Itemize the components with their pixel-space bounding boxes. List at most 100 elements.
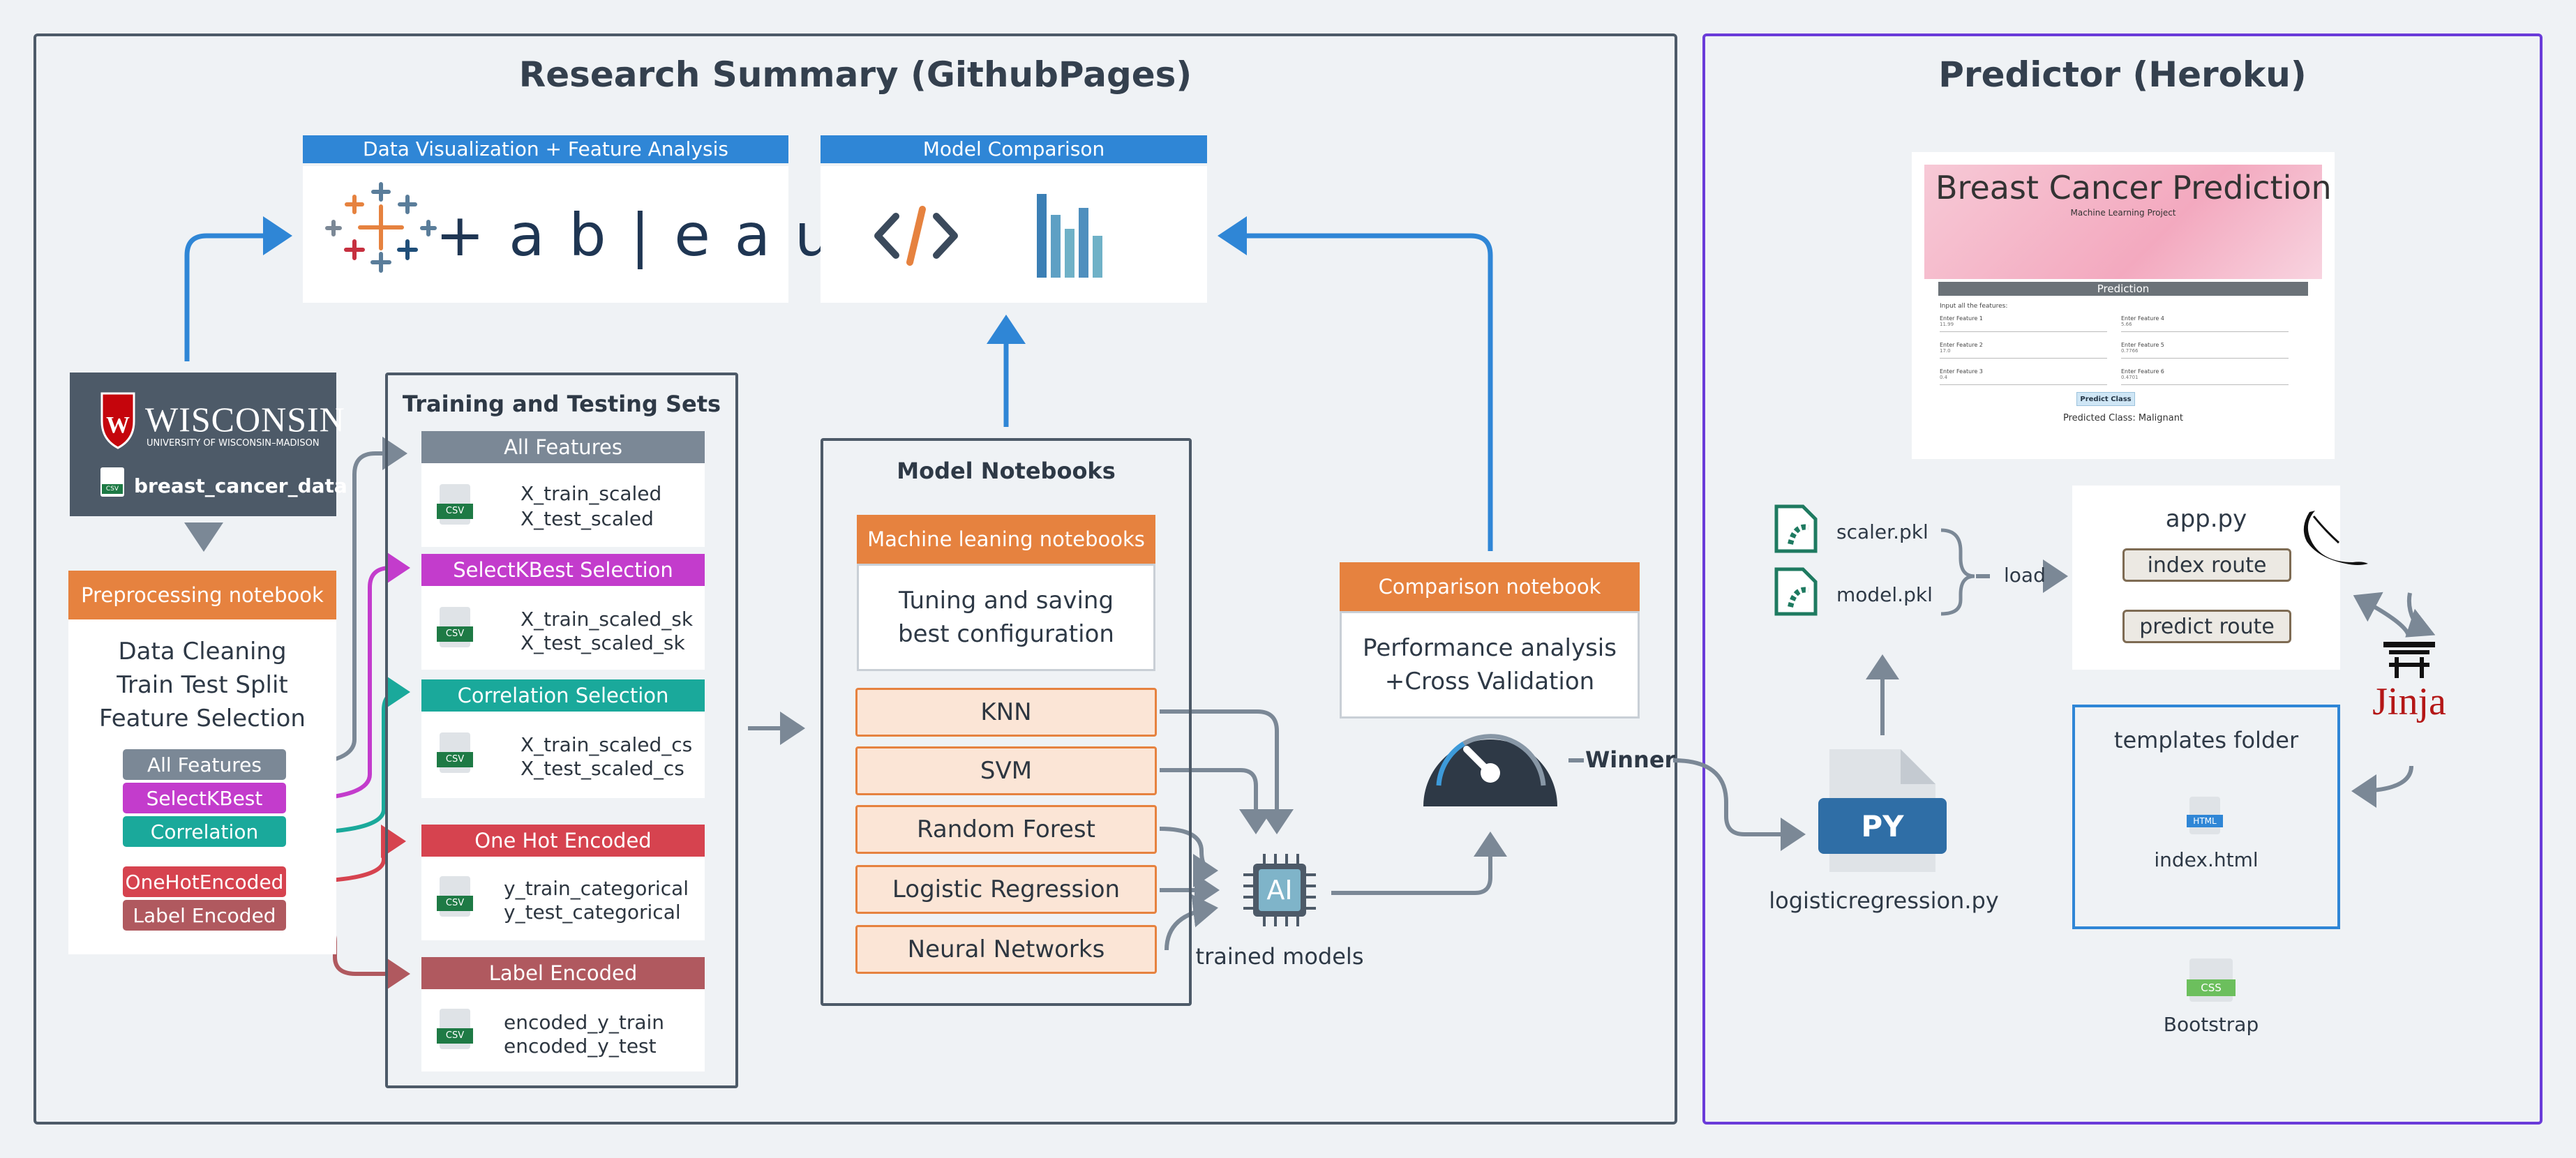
ai-chip-icon: AI [1243,854,1316,926]
group-box-correlation: CSV X_train_scaled_cs X_test_scaled_cs [421,712,705,798]
chip-onehotencoded: OneHotEncoded [123,866,286,897]
templates-folder-title: templates folder [2113,727,2299,753]
jinja-torii-icon [2383,642,2435,678]
csv-badge: CSV [437,504,473,519]
winner-label: Winner [1585,746,1676,773]
csv-badge: CSV [437,626,473,642]
file-encoded-y-train: encoded_y_train [504,1011,665,1034]
webapp-subtitle: Machine Learning Project [2070,208,2176,218]
ml-notebooks-description: Tuning and saving best configuration [857,564,1155,671]
load-label: load [2004,564,2046,587]
csv-icon: CSV [437,732,473,773]
code-icon [874,206,958,266]
field-label: Enter Feature 4 [2121,315,2164,322]
group-box-all-features: CSV X_train_scaled X_test_scaled [421,463,705,547]
model-comparison-header: Model Comparison [821,135,1207,163]
model-svm: SVM [855,746,1157,795]
group-box-label-encoded: CSV encoded_y_train encoded_y_test [421,989,705,1071]
app-py-title: app.py [2165,505,2247,533]
comparison-notebook-header: Comparison notebook [1340,562,1640,611]
csv-icon: CSV [437,607,473,647]
group-header-one-hot-encoded: One Hot Encoded [421,825,705,857]
wisconsin-logo-text: WISCONSIN [145,400,345,439]
jinja-icon: Jinja [2368,638,2450,728]
webapp-result: Predicted Class: Malignant [2062,413,2184,423]
training-sets-title: Training and Testing Sets [402,391,721,417]
model-pkl-file-icon [1774,567,1818,616]
field-value: 17.0 [1940,348,2107,359]
wisconsin-subtitle: UNIVERSITY OF WISCONSIN–MADISON [147,438,320,449]
step-data-cleaning: Data Cleaning [118,638,287,666]
field-label: Enter Feature 2 [1940,342,1983,348]
csv-badge: CSV [437,752,473,767]
tableau-logo-box: + a b | e a u [303,166,832,303]
scaler-pkl-label: scaler.pkl [1836,520,1929,543]
py-file-icon: PY [1818,749,1947,872]
model-neural-networks: Neural Networks [855,925,1157,974]
templates-folder-box: templates folder HTML index.html [2072,705,2340,929]
training-sets-box [385,373,738,1088]
field-label: Enter Feature 6 [2121,368,2164,375]
index-route-button[interactable]: index route [2122,548,2291,582]
webapp-input-label: Input all the features: [1940,303,2008,310]
scaler-pkl-file-icon [1774,504,1818,553]
group-header-all-features: All Features [421,431,705,463]
py-file-shape [1818,749,1947,872]
model-pkl-label: model.pkl [1836,583,1933,606]
csv-badge: CSV [437,896,473,911]
group-header-label-encoded: Label Encoded [421,957,705,989]
app-py-box: app.py index route predict route [2072,486,2340,670]
logisticregression-py-label: logisticregression.py [1769,887,1999,914]
bar-chart-icon [1037,194,1102,278]
file-x-test-scaled-sk: X_test_scaled_sk [521,631,685,654]
webapp-banner [1924,165,2322,279]
chip-all-features: All Features [123,749,286,780]
research-summary-title: Research Summary (GithubPages) [518,54,1192,95]
file-x-train-scaled: X_train_scaled [521,482,662,505]
model-comparison-box [821,166,1207,303]
wisconsin-dataset-box: W WISCONSIN UNIVERSITY OF WISCONSIN–MADI… [70,373,347,516]
comparison-notebook-description: Performance analysis +Cross Validation [1340,611,1640,719]
wisconsin-crest-icon: W [100,392,135,449]
webapp-screenshot: Breast Cancer Prediction Machine Learnin… [1912,152,2335,459]
step-train-test-split: Train Test Split [117,671,288,699]
group-box-selectkbest: CSV X_train_scaled_sk X_test_scaled_sk [421,586,705,670]
html-badge: HTML [2187,815,2223,827]
file-x-train-scaled-cs: X_train_scaled_cs [521,733,693,756]
file-x-train-scaled-sk: X_train_scaled_sk [521,608,694,631]
predict-route-button[interactable]: predict route [2122,610,2291,643]
tableau-wordmark: + a b | e a u [435,201,835,269]
model-random-forest: Random Forest [855,805,1157,854]
py-badge: PY [1861,809,1904,843]
css-badge: CSS [2187,979,2236,996]
chip-selectkbest: SelectKBest [123,783,286,813]
csv-icon: CSV [437,1009,473,1049]
field-value: 0.7766 [2121,348,2289,359]
ai-chip-label: AI [1266,875,1293,905]
field-value: 0.4 [1940,375,2107,385]
step-feature-selection: Feature Selection [99,705,306,732]
trained-models-label: trained models [1195,943,1364,970]
chip-correlation: Correlation [123,816,286,847]
html-file-icon: HTML [2187,797,2223,834]
predictor-title: Predictor (Heroku) [1938,54,2307,95]
webapp-predict-button[interactable]: Predict Class [2076,392,2135,406]
file-x-test-scaled: X_test_scaled [521,507,654,530]
field-value: 5.66 [2121,322,2289,332]
file-encoded-y-test: encoded_y_test [504,1035,657,1058]
webapp-section-header: Prediction [1938,282,2308,296]
webapp-title: Breast Cancer Prediction [1935,169,2332,206]
bootstrap-label: Bootstrap [2163,1013,2259,1036]
ml-notebooks-header: Machine leaning notebooks [857,515,1155,564]
model-notebooks-box [821,438,1192,1006]
